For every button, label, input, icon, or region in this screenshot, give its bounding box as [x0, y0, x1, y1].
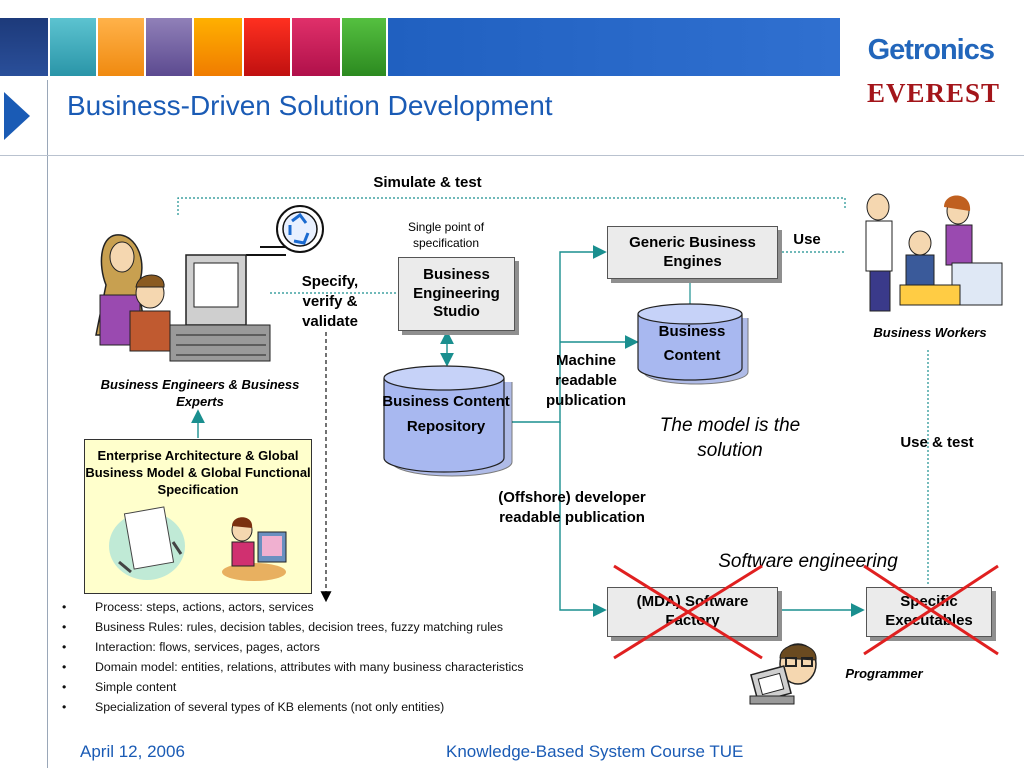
business-engineers-label: Business Engineers & Business Experts — [100, 377, 300, 409]
single-point-label: Single point of specification — [407, 220, 485, 250]
model-solution-label: The model is the solution — [659, 415, 801, 461]
slide-marker-icon — [4, 92, 30, 140]
header-banner — [0, 0, 1024, 76]
business-engineering-studio-box: Business Engineering Studio — [398, 257, 515, 331]
banner-strip-blue — [388, 18, 840, 76]
bullet-item: Process: steps, actions, actors, service… — [60, 600, 580, 616]
ea-label: Enterprise Architecture & Global Busines… — [85, 448, 311, 497]
title-divider — [0, 155, 1024, 156]
bullet-item: Business Rules: rules, decision tables, … — [60, 620, 580, 636]
banner-strip-amber — [194, 18, 242, 76]
bullet-item: Interaction: flows, services, pages, act… — [60, 640, 580, 656]
banner-strip-teal — [50, 18, 96, 76]
banner-strip-red — [244, 18, 290, 76]
use-test-label: Use & test — [900, 434, 974, 451]
software-engineering-label: Software engineering — [718, 551, 898, 572]
software-factory-box: (MDA) Software Factory — [607, 587, 778, 637]
specify-label: Specify, verify & validate — [301, 273, 359, 330]
bullet-item: Simple content — [60, 680, 580, 696]
banner-strip-navy — [0, 18, 48, 76]
banner-strip-green — [342, 18, 386, 76]
repository-cylinder — [383, 365, 513, 477]
worker-at-computer-icon — [222, 517, 287, 581]
footer-course: Knowledge-Based System Course TUE — [446, 742, 744, 761]
business-content-cylinder — [637, 303, 749, 385]
footer-date: April 12, 2006 — [80, 742, 185, 761]
banner-strip-purple — [146, 18, 192, 76]
banner-strip-magenta — [292, 18, 340, 76]
recycle-icon — [246, 205, 324, 256]
simulate-test-label: Simulate & test — [373, 174, 482, 191]
use-label: Use — [793, 231, 821, 248]
document-icon — [109, 506, 185, 580]
bullet-item: Specialization of several types of KB el… — [60, 700, 580, 716]
bullet-item: Domain model: entities, relations, attri… — [60, 660, 580, 676]
business-workers-label: Business Workers — [873, 325, 987, 340]
banner-strip-orange — [98, 18, 144, 76]
getronics-logo: Getronics — [867, 34, 995, 66]
machine-readable-label: Machine readable publication — [546, 352, 626, 409]
generic-business-engines-box: Generic Business Engines — [607, 226, 778, 279]
bullet-list: Process: steps, actions, actors, service… — [60, 600, 580, 720]
programmer-illustration — [749, 643, 817, 705]
business-workers-illustration — [865, 193, 1003, 312]
specific-executables-box: Specific Executables — [866, 587, 992, 637]
offshore-label: (Offshore) developer readable publicatio… — [498, 489, 646, 526]
left-divider — [47, 80, 48, 768]
slide-title: Business-Driven Solution Development — [67, 90, 553, 121]
repository-label: Business Content Repository — [382, 393, 510, 435]
everest-logo: EVEREST — [866, 78, 1000, 108]
enterprise-architecture-box: Enterprise Architecture & Global Busines… — [84, 439, 312, 594]
business-content-label: Business Content — [658, 323, 726, 364]
business-engineers-illustration — [95, 234, 271, 362]
programmer-label: Programmer — [845, 666, 923, 681]
